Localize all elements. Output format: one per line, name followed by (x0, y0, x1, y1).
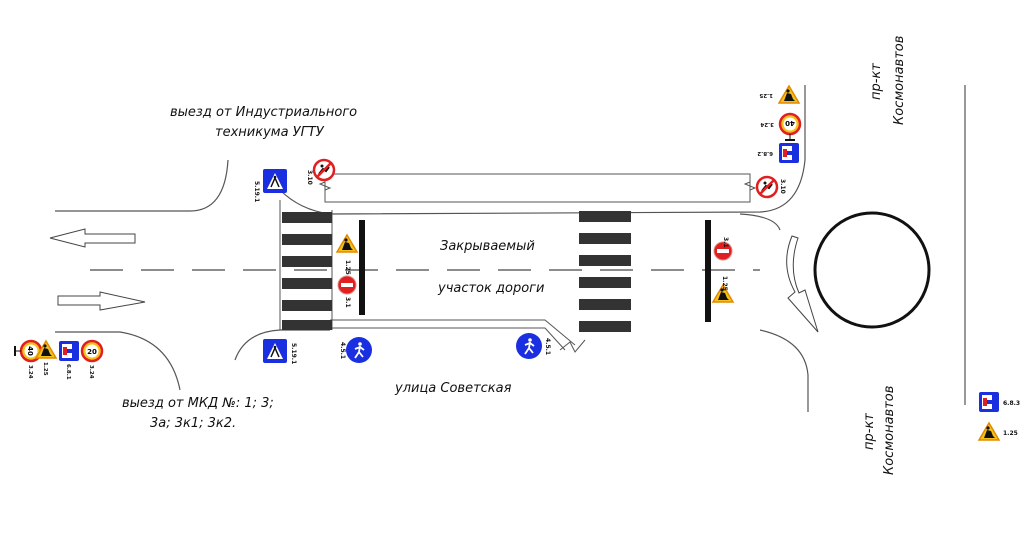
fence-top (318, 173, 757, 203)
crosswalk-left (279, 200, 333, 330)
sign-speed-40-bottom-left: 40 3.24 (14, 339, 43, 379)
svg-text:1.25: 1.25 (1003, 430, 1018, 437)
sign-crosswalk-top-left: 5.19.1 (253, 168, 288, 202)
roundabout-arrow (786, 235, 819, 333)
label-exit-top-2: техникума УГТУ (215, 125, 325, 140)
fence-bottom (330, 319, 586, 353)
svg-text:20: 20 (87, 348, 97, 356)
label-exit-bottom-2: 3а; 3к1; 3к2. (150, 416, 236, 431)
sign-roadworks-bottom-left: 1.25 (35, 340, 57, 376)
label-prospect-bottom-1: пр-кт (862, 413, 877, 450)
svg-text:1.25: 1.25 (721, 276, 728, 291)
label-exit-top-1: выезд от Индустриального (170, 105, 357, 120)
label-street-sovetskaya: улица Советская (394, 381, 512, 396)
barrier-left (359, 220, 365, 315)
label-prospect-bottom-2: Космонавтов (882, 386, 897, 475)
arrow-left (49, 228, 136, 248)
svg-text:3.1: 3.1 (344, 297, 351, 308)
sign-no-pedestrians-left: 3.10 (306, 158, 336, 185)
sign-roadworks-right-barrier: 1.25 (712, 276, 734, 303)
sign-roadworks-top-right: 1.25 (759, 85, 800, 104)
curb-top-left (55, 159, 229, 212)
sign-no-entry-right-barrier: 3.1 (713, 237, 733, 261)
sign-footpath-bottom-1: 4.5.1 (339, 336, 373, 364)
legend-roadworks: 1.25 (978, 422, 1018, 441)
curb-bottom-right (759, 329, 809, 412)
sign-no-pedestrians-right: 3.10 (755, 175, 786, 199)
roundabout (813, 211, 931, 329)
sign-dead-end-bottom-left: 6.8.1 (59, 341, 79, 380)
label-exit-bottom-1: выезд от МКД №: 1; 3; (122, 396, 274, 411)
crosswalk-middle (579, 211, 631, 332)
svg-text:1.25: 1.25 (759, 92, 773, 98)
label-prospect-top-2: Космонавтов (892, 36, 907, 125)
curb-top-right-inner (739, 213, 781, 231)
sign-crosswalk-bottom-left: 5.19.1 (262, 338, 297, 364)
barrier-right (705, 220, 711, 322)
svg-text:6.8.3: 6.8.3 (1003, 400, 1020, 407)
svg-text:5.19.1: 5.19.1 (253, 181, 260, 202)
legend-dead-end: 6.8.3 (979, 392, 1020, 412)
svg-text:3.24: 3.24 (88, 365, 94, 379)
curb-bottom-mid (234, 329, 330, 361)
sign-speed-20-bottom-left: 20 3.24 (80, 339, 104, 379)
svg-text:3.10: 3.10 (779, 179, 786, 194)
curb-bottom-left (55, 331, 181, 391)
road-curbs (55, 85, 966, 412)
sign-dead-end-top-right: 6.8.2 (757, 143, 799, 163)
svg-text:3.24: 3.24 (27, 365, 33, 379)
svg-text:5.19.1: 5.19.1 (290, 343, 297, 364)
svg-text:3.10: 3.10 (306, 170, 313, 185)
svg-text:1.25: 1.25 (344, 260, 351, 275)
svg-text:4.5.1: 4.5.1 (544, 338, 551, 355)
sign-roadworks-left-barrier: 1.25 (336, 234, 358, 275)
svg-text:40: 40 (26, 346, 34, 356)
svg-text:1.25: 1.25 (42, 362, 48, 376)
label-closed-2: участок дороги (437, 281, 544, 296)
sign-no-entry-left-barrier: 3.1 (337, 275, 357, 308)
sign-speed-40-top-right: 40 3.24 (760, 112, 802, 141)
svg-text:40: 40 (785, 119, 795, 127)
svg-text:3.24: 3.24 (760, 121, 774, 127)
svg-text:6.8.2: 6.8.2 (757, 150, 773, 156)
svg-text:4.5.1: 4.5.1 (339, 342, 346, 359)
label-closed-1: Закрываемый (440, 239, 535, 254)
svg-text:3.1: 3.1 (722, 237, 729, 248)
svg-text:6.8.1: 6.8.1 (65, 364, 71, 380)
sign-footpath-bottom-2: 4.5.1 (515, 332, 551, 360)
arrow-right (57, 291, 146, 311)
label-prospect-top-1: пр-кт (869, 63, 884, 100)
curb-top-mid (279, 85, 806, 215)
